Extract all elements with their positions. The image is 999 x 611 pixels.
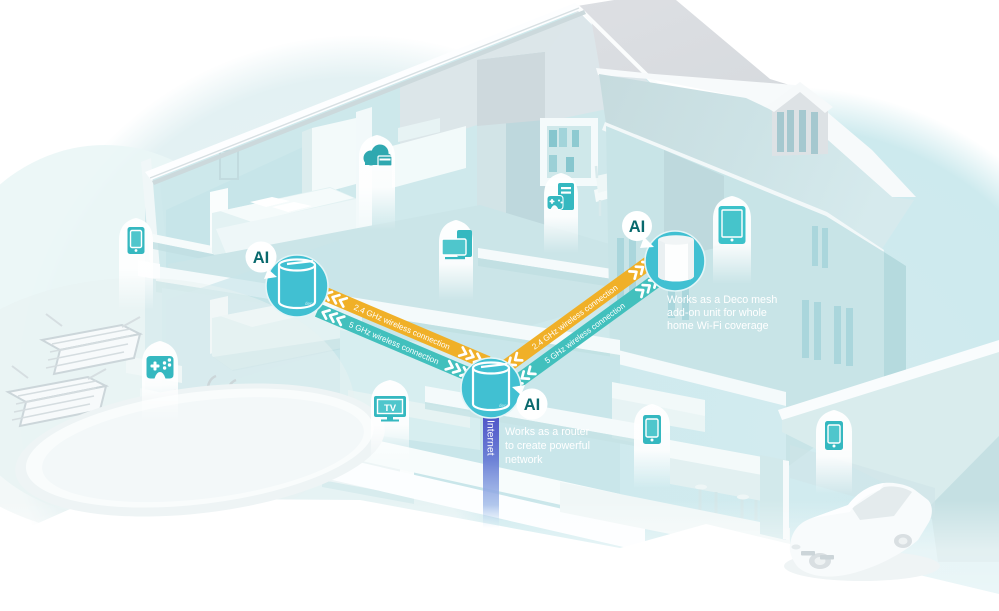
svg-text:deco: deco: [499, 403, 509, 408]
svg-text:Internet: Internet: [485, 420, 497, 456]
svg-text:deco: deco: [305, 301, 315, 306]
svg-text:AI: AI: [524, 396, 541, 414]
svg-text:home Wi-Fi coverage: home Wi-Fi coverage: [667, 320, 769, 332]
svg-text:add-on unit for whole: add-on unit for whole: [667, 307, 767, 319]
svg-text:to create powerful: to create powerful: [505, 440, 590, 452]
svg-text:AI: AI: [629, 218, 646, 236]
svg-text:Works as a Deco mesh: Works as a Deco mesh: [667, 294, 777, 306]
svg-text:Works as a router: Works as a router: [505, 426, 590, 438]
svg-text:TV: TV: [384, 403, 397, 414]
svg-text:network: network: [505, 454, 543, 466]
svg-text:AI: AI: [253, 249, 270, 267]
